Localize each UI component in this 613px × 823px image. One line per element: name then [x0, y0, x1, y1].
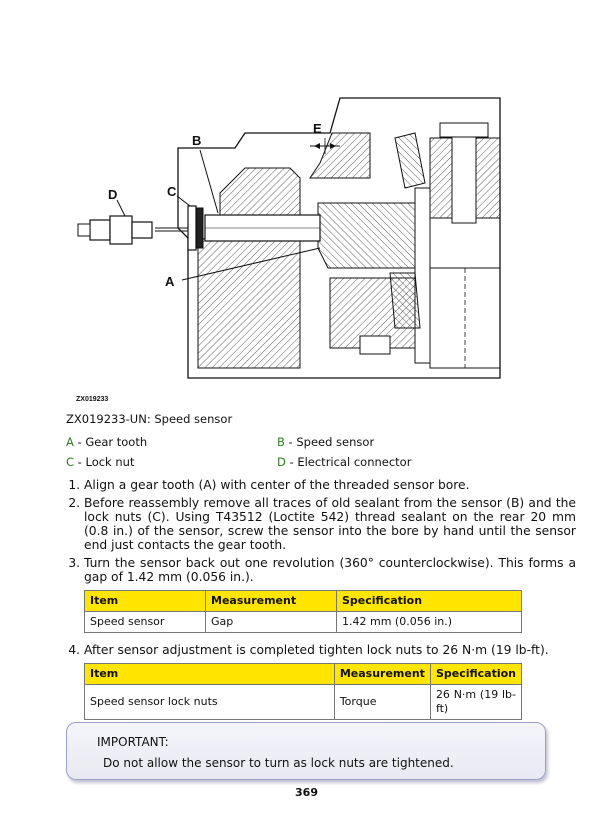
figure-ref-code: ZX019233: [76, 396, 108, 403]
table-header-specification: Specification: [429, 663, 523, 685]
page-number: 369: [295, 786, 318, 799]
table-row: Speed sensor Gap 1.42 mm (0.056 in.): [84, 611, 522, 633]
speed-sensor-figure: B C D A E ZX019233: [70, 78, 540, 408]
table-header-item: Item: [84, 590, 206, 612]
step-2: Before reassembly remove all traces of o…: [84, 496, 576, 552]
legend-item-d: D - Electrical connector: [277, 455, 412, 469]
torque-spec-table: Item Measurement Specification Speed sen…: [84, 663, 523, 720]
legend-item-b: B - Speed sensor: [277, 435, 375, 449]
table-header-specification: Specification: [336, 590, 522, 612]
label-d: D: [108, 187, 117, 202]
table-row: Speed sensor lock nuts Torque 26 N·m (19…: [84, 684, 523, 720]
label-b: B: [192, 133, 201, 148]
label-e: E: [313, 121, 322, 136]
step-1: Align a gear tooth (A) with center of th…: [84, 478, 576, 492]
step-4: After sensor adjustment is completed tig…: [84, 643, 576, 720]
legend-item-a: A - Gear tooth: [66, 435, 148, 449]
figure-caption: ZX019233-UN: Speed sensor: [66, 412, 233, 426]
step-3-text: Turn the sensor back out one revolution …: [84, 556, 576, 584]
table-header-row: Item Measurement Specification: [84, 663, 523, 685]
table-cell: Speed sensor lock nuts: [84, 684, 335, 720]
table-header-item: Item: [84, 663, 335, 685]
table-cell: Gap: [205, 611, 337, 633]
step-4-text: After sensor adjustment is completed tig…: [84, 643, 549, 657]
step-3: Turn the sensor back out one revolution …: [84, 556, 576, 633]
table-cell: 26 N·m (19 lb-ft): [429, 684, 523, 720]
speed-sensor-drawing: B C D A E ZX019233: [76, 97, 501, 403]
label-a: A: [165, 274, 175, 289]
table-cell: 1.42 mm (0.056 in.): [336, 611, 522, 633]
label-c: C: [167, 184, 177, 199]
figure-legend: A - Gear tooth B - Speed sensor C - Lock…: [66, 432, 536, 472]
important-title: IMPORTANT:: [97, 735, 169, 749]
gap-spec-table: Item Measurement Specification Speed sen…: [84, 590, 522, 633]
table-cell: Torque: [333, 684, 431, 720]
procedure-steps: Align a gear tooth (A) with center of th…: [66, 478, 576, 730]
table-header-measurement: Measurement: [333, 663, 431, 685]
important-note: IMPORTANT: Do not allow the sensor to tu…: [66, 722, 546, 780]
legend-item-c: C - Lock nut: [66, 455, 135, 469]
table-header-row: Item Measurement Specification: [84, 590, 522, 612]
table-header-measurement: Measurement: [205, 590, 337, 612]
important-body: Do not allow the sensor to turn as lock …: [103, 756, 454, 770]
table-cell: Speed sensor: [84, 611, 206, 633]
